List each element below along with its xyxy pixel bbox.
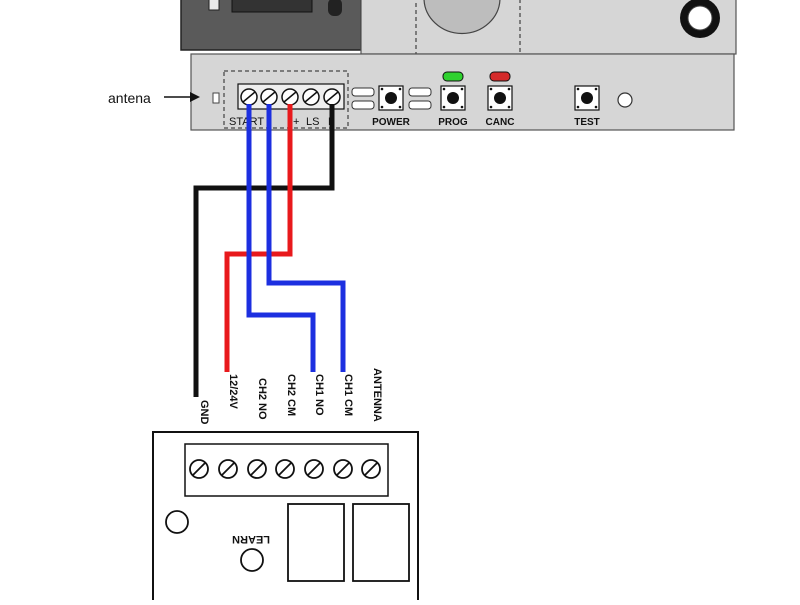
terminal-label-power: 12/24V: [227, 374, 239, 410]
jumper-pad: [351, 87, 375, 97]
pcb-top: [360, 0, 737, 55]
jumper-pad: [408, 100, 432, 110]
antenna-label: antena: [108, 90, 151, 106]
terminal-label-gnd: GND: [198, 400, 210, 425]
terminal-label-ch1-no: CH1 NO: [313, 374, 325, 416]
module-pin: [208, 0, 220, 11]
receiver-terminal-labels: GND 12/24V CH2 NO CH2 CM CH1 NO CH1 CM A…: [198, 368, 383, 425]
test-button[interactable]: [574, 85, 600, 111]
controller-board: antena START + LS L: [108, 0, 737, 131]
canc-button[interactable]: [487, 85, 513, 111]
power-button-label: POWER: [372, 117, 411, 128]
canc-led: [489, 71, 511, 82]
terminal-label-ls: LS: [306, 116, 319, 128]
capacitor-ring: [423, 0, 501, 35]
antenna-pad: [212, 92, 220, 104]
antenna-arrow-head: [190, 92, 200, 102]
terminal-label-ch1-cm: CH1 CM: [342, 374, 354, 416]
prog-button-label: PROG: [438, 117, 468, 128]
terminal-label-ch2-no: CH2 NO: [256, 378, 268, 420]
wire-blue-ch1-cm: [266, 104, 346, 372]
power-button[interactable]: [378, 85, 404, 111]
prog-button[interactable]: [440, 85, 466, 111]
wire-blue-ch1-no: [246, 104, 316, 372]
relay-ch2: [287, 503, 345, 582]
receiver-mount-hole: [165, 510, 189, 534]
learn-label: LEARN: [232, 533, 270, 545]
relay-ch1: [352, 503, 410, 582]
terminal-label-ch2-cm: CH2 CM: [285, 374, 297, 416]
test-button-label: TEST: [574, 117, 600, 128]
prog-led: [442, 71, 464, 82]
status-led: [617, 92, 633, 108]
canc-button-label: CANC: [486, 117, 515, 128]
jumper-pad: [408, 87, 432, 97]
wire-red-power: [224, 104, 293, 372]
learn-button[interactable]: [240, 548, 264, 572]
terminal-label-antenna: ANTENNA: [371, 368, 383, 422]
module-knob: [328, 0, 342, 16]
wire-black-gnd: [193, 104, 335, 397]
receiver-board: GND 12/24V CH2 NO CH2 CM CH1 NO CH1 CM A…: [152, 368, 419, 605]
jumper-pad: [351, 100, 375, 110]
wires: [193, 104, 346, 397]
module-chip: [231, 0, 313, 13]
mounting-hole: [687, 5, 713, 31]
terminal-label-plus: +: [293, 116, 299, 128]
receiver-screws: [189, 459, 381, 479]
